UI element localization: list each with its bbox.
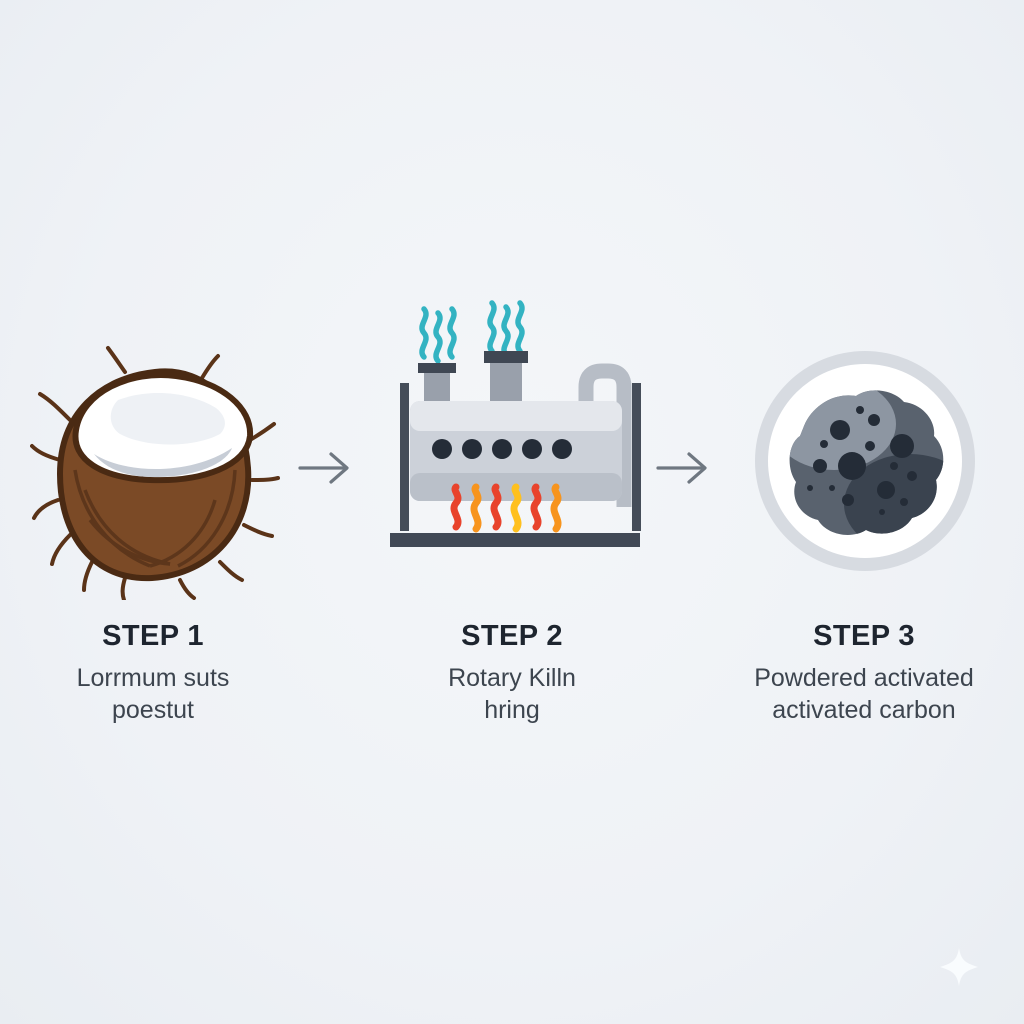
coconut-inner-shadow [94,448,232,478]
coconut-illustration [30,346,280,602]
coconut-icon [30,330,280,602]
step-2-title: STEP 2 [461,620,563,652]
step-3-caption-line1: Powdered activated [754,664,974,692]
arrow-right-icon [297,445,355,491]
coconut-cavity [110,393,225,445]
step-1-title: STEP 1 [102,620,204,652]
step-2-caption-line2: hring [484,696,540,724]
flame-icon [450,483,562,533]
arrow-right-icon [655,445,713,491]
sparkle-shape [940,948,978,986]
coconut-husk-texture [73,469,237,568]
step-2-text: STEP 2 Rotary Killn hring [352,620,672,726]
arrow-1 [298,452,349,484]
step-1-caption-line1: Lorrmum suts [76,664,230,692]
step-1-text: STEP 1 Lorrmum suts poestut [0,620,313,726]
step-3-caption-line2: activated carbon [772,696,956,724]
step-1-caption-line2: poestut [111,696,194,724]
kiln-left-post [400,383,409,531]
kiln-base [390,533,640,547]
kiln-portholes [432,439,572,459]
step-3-title: STEP 3 [813,620,915,652]
kiln-right-post [632,383,641,531]
carbon-pores [807,406,917,515]
activated-carbon-illustration [755,351,975,571]
rotary-kiln-illustration [390,300,641,547]
sparkle-icon [938,946,980,988]
activated-carbon-icon [752,348,978,574]
step-3-text: STEP 3 Powdered activated activated carb… [704,620,1024,726]
kiln-chimneys [418,351,528,403]
rotary-kiln-icon [380,295,650,595]
kiln-body [410,401,622,501]
kiln-pipe [578,363,632,507]
steam-icon [419,300,525,364]
arrow-2 [656,452,707,484]
step-2-caption-line1: Rotary Killn [448,664,576,692]
